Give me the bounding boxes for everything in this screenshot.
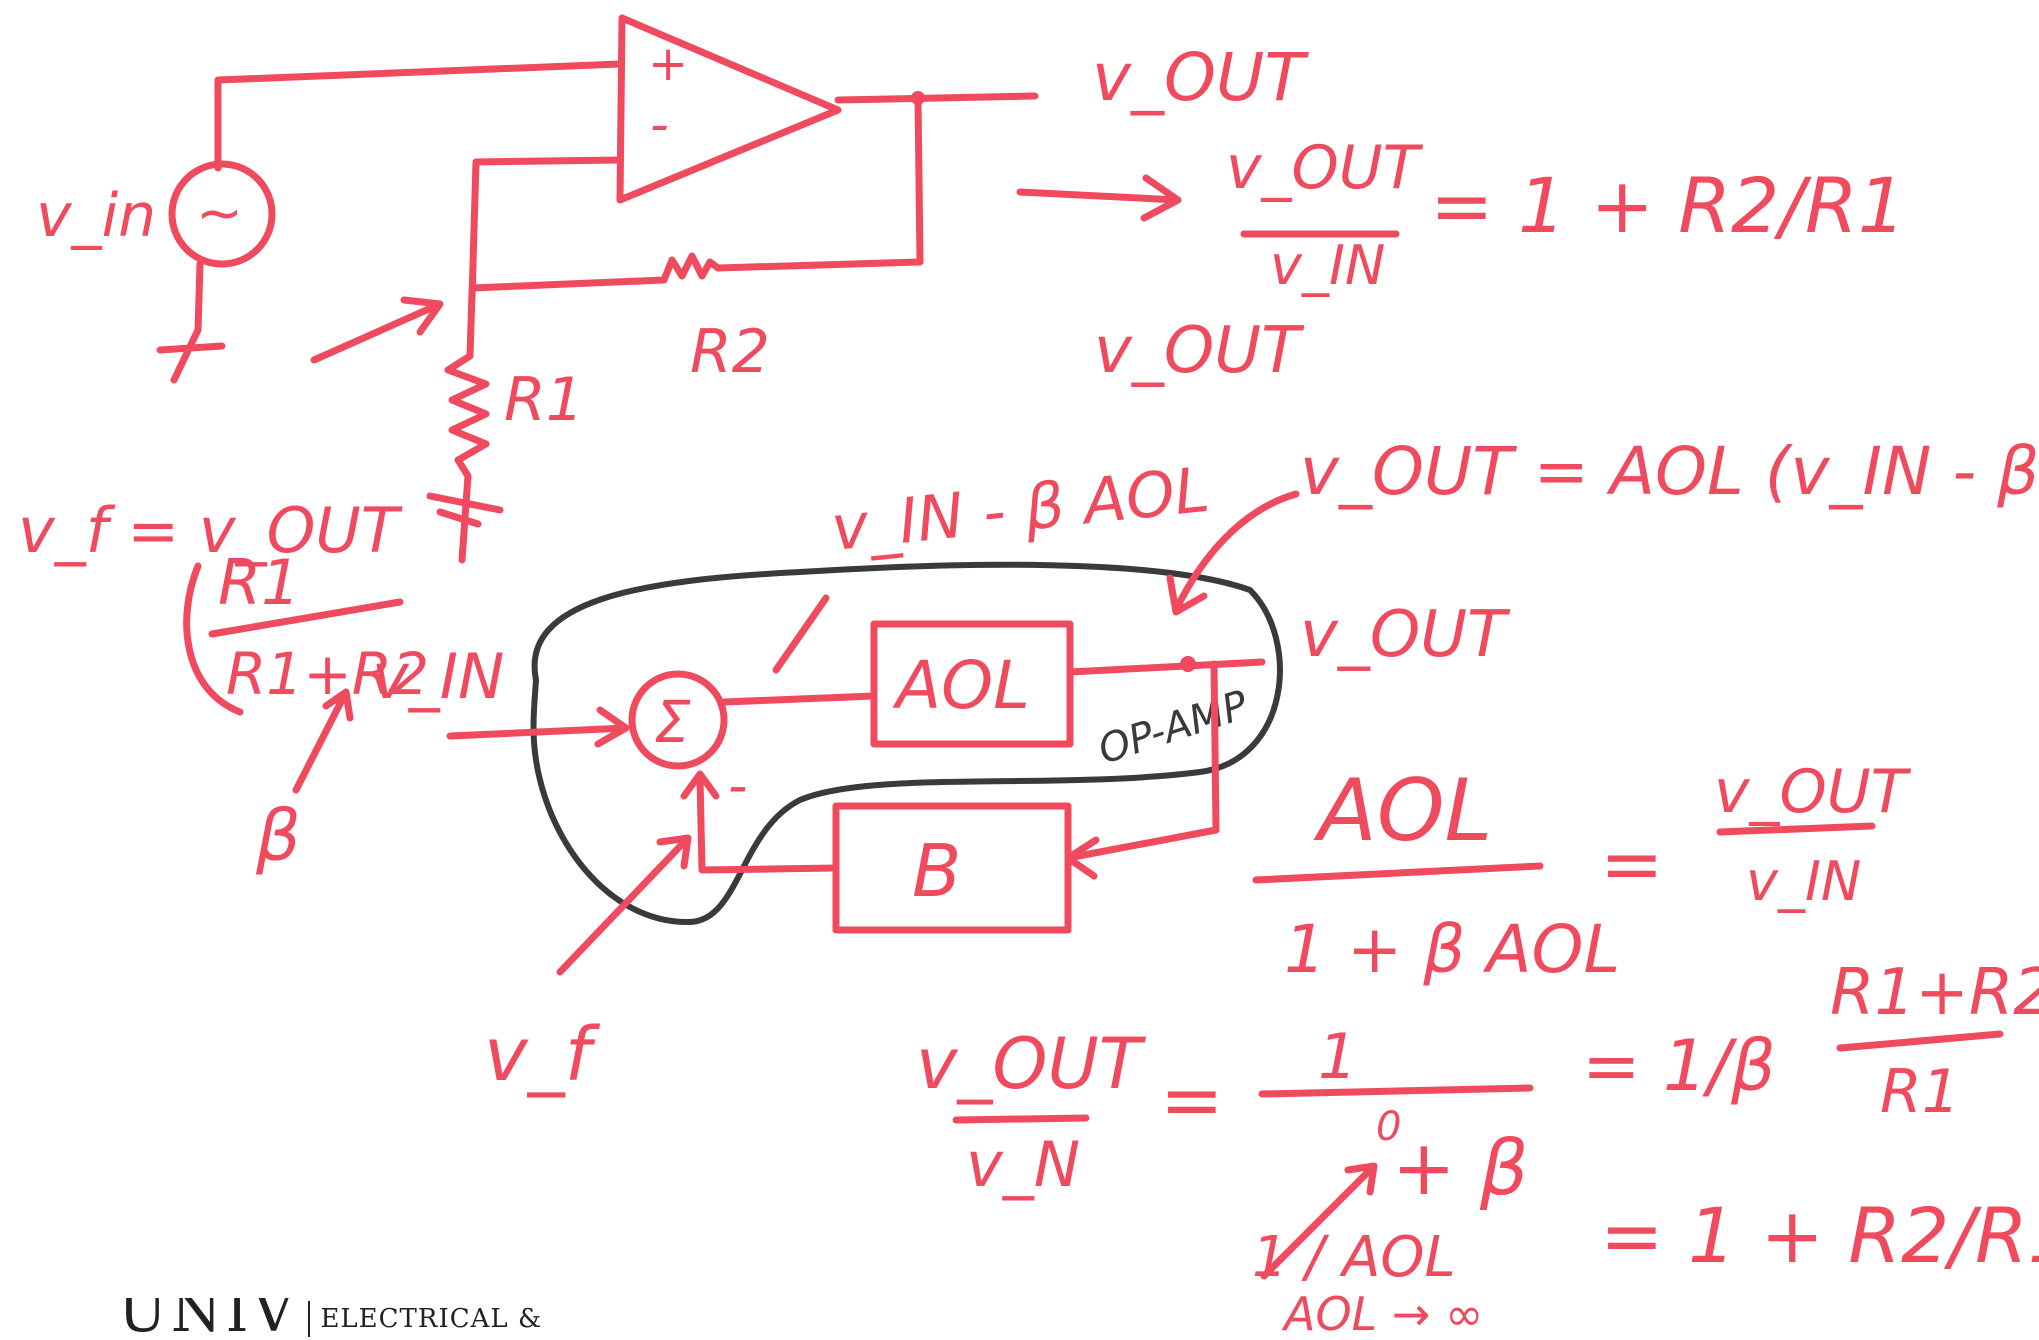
strike-arrow: [1260, 1162, 1378, 1280]
summing-junction: [628, 670, 728, 770]
op-amp-circuit: + - ~ v_in v_OUT R2 R1: [36, 14, 1309, 564]
final-numerator: v_OUT: [916, 1023, 1147, 1105]
r1-ground: [426, 492, 504, 528]
equation-arrow: [1166, 490, 1300, 616]
block-vout-label: v_OUT: [1300, 598, 1511, 672]
sum-symbol: Σ: [654, 688, 691, 756]
sum-to-aol-wire: [720, 692, 878, 706]
beta-arrow: [292, 688, 354, 794]
inverting-input-wire: [468, 156, 624, 302]
aol-label: AOL: [892, 647, 1030, 724]
cl-rhs-numerator: v_OUT: [1714, 757, 1912, 827]
op-amp-outline[interactable]: [530, 561, 1283, 926]
node-arrow: [310, 296, 444, 364]
noninverting-input-wire: [214, 60, 624, 172]
vin-label: v_in: [36, 181, 156, 251]
final-denominator: v_N: [966, 1128, 1080, 1201]
divider-numerator: R1: [218, 546, 301, 619]
divider-bracket: [183, 562, 244, 716]
logo-department: ELECTRICAL &: [320, 1304, 543, 1334]
r1-label: R1: [504, 365, 584, 435]
final-gain: = 1 + R2/R1: [1600, 1191, 2039, 1280]
one-over-beta: = 1/β: [1582, 1025, 1776, 1107]
logo-divider: [308, 1301, 311, 1337]
output-wire: [834, 92, 1039, 104]
minus-input: -: [728, 754, 748, 817]
logo-mark: UNIV: [118, 1298, 299, 1340]
feedback-wire: [468, 94, 924, 292]
cl-equals: =: [1600, 819, 1664, 908]
limit-numerator: 1: [1318, 1020, 1357, 1093]
top-vout-label: v_OUT: [1094, 314, 1305, 388]
voltage-source: [168, 160, 276, 268]
beta-block-label: B: [912, 829, 961, 913]
op-amp-triangle: [616, 14, 842, 204]
limit-bar: [1258, 1084, 1534, 1098]
beta-label: β: [255, 795, 301, 877]
result-arrow: [1016, 174, 1182, 222]
vin-mark: v_IN: [372, 640, 504, 713]
ratio-bar: [1836, 1030, 2004, 1052]
ratio-numerator: R1+R2: [1830, 956, 2039, 1030]
r2-label: R2: [690, 317, 770, 387]
cl-denominator: 1 + β AOL: [1284, 911, 1620, 988]
tick-mark: [772, 594, 830, 674]
output-node-block: [1180, 656, 1196, 672]
final-bar: [952, 1114, 1090, 1124]
input-arrow: [446, 706, 630, 748]
final-equals: =: [1160, 1055, 1224, 1144]
gain-numerator: v_OUT: [1226, 133, 1424, 203]
aol-block: [870, 620, 1074, 748]
equations: v_OUT v_IN = 1 + R2/R1 v_OUT = AOL (v_IN…: [916, 133, 2039, 1340]
divider-denominator: R1+R2: [226, 640, 429, 708]
loop-equation: v_OUT = AOL (v_IN - β v_OUT): [1300, 433, 2039, 510]
error-expr: v_IN - β AOL: [828, 453, 1213, 565]
cl-rhs-bar: [1716, 822, 1876, 836]
feedback-factor: v_f = v_OUT R1 R1+R2 v_IN β: [18, 494, 504, 877]
gain-denominator: v_IN: [1270, 234, 1385, 297]
cl-numerator: AOL: [1313, 761, 1492, 861]
limit-zero: 0: [1376, 1104, 1401, 1150]
cl-bar: [1252, 862, 1544, 884]
gain-rhs: = 1 + R2/R1: [1430, 161, 1906, 250]
divider-bar: [208, 598, 404, 638]
limit-den-b: + β: [1392, 1123, 1528, 1212]
vf-expr: v_f = v_OUT: [18, 494, 403, 567]
limit-note: AOL → ∞: [1281, 1287, 1483, 1340]
beta-out-wire: [680, 770, 840, 874]
university-logo: UNIV ELECTRICAL &: [118, 1298, 542, 1340]
source-ground-wire: [156, 260, 226, 384]
cl-rhs-denominator: v_IN: [1746, 850, 1861, 913]
aol-out-wire: [1066, 658, 1266, 676]
r1-resistor: [444, 288, 490, 564]
minus-sign: -: [650, 95, 669, 155]
source-symbol: ~: [196, 181, 243, 246]
plus-sign: +: [648, 36, 688, 92]
vf-arrow: [556, 834, 692, 976]
feedback-down-wire: [1064, 660, 1220, 880]
vout-label: v_OUT: [1092, 39, 1309, 116]
vf-label: v_f: [484, 1012, 601, 1098]
ratio-denominator: R1: [1880, 1057, 1960, 1127]
